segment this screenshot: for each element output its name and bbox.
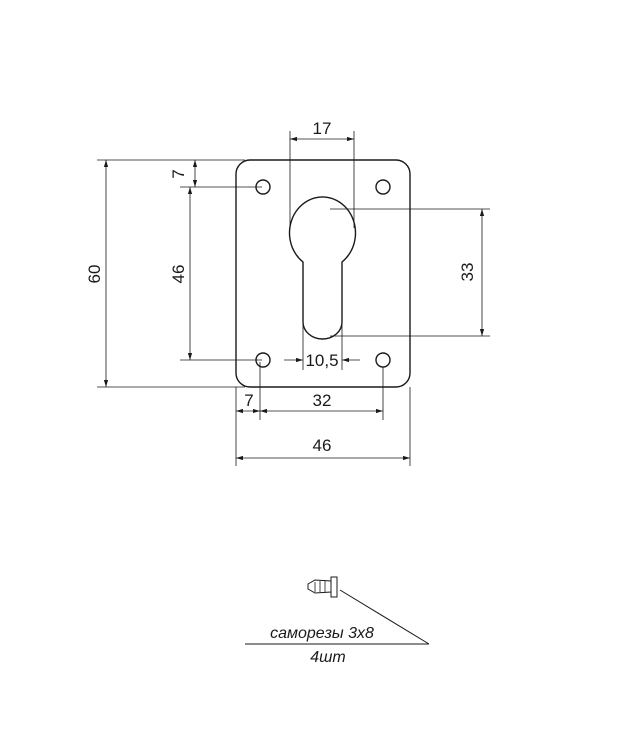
mounting-hole-top-right: [375, 179, 391, 195]
dimension-label-slot-length: 33: [458, 263, 477, 282]
leader-line: [339, 589, 430, 645]
keyhole-cutout: [288, 196, 357, 340]
dimension-hole-spacing-vertical: 46: [169, 187, 262, 361]
dimension-slot-narrow-width: 10,5: [284, 320, 360, 370]
screw-icon: [307, 576, 338, 598]
escutcheon-plate: [235, 159, 411, 388]
dimension-overall-height: 60: [85, 159, 245, 388]
note-quantity: 4шт: [310, 649, 346, 666]
dimension-slot-width: 17: [289, 119, 355, 228]
dimension-label-overall-width: 46: [313, 436, 332, 455]
dimension-label-hole-spacing-horizontal: 32: [313, 391, 332, 410]
dimension-slot-length: 33: [330, 208, 490, 337]
mounting-hole-bottom-right: [375, 352, 391, 368]
note-screws: саморезы 3x8: [270, 625, 374, 642]
dimension-label-slot-narrow-width: 10,5: [305, 351, 338, 370]
screw-note: саморезы 3x8 4шт: [245, 576, 430, 666]
dimension-label-slot-width: 17: [313, 119, 332, 138]
dimension-label-overall-height: 60: [85, 265, 104, 284]
dimension-label-hole-spacing-vertical: 46: [169, 265, 188, 284]
dimension-label-top-hole-offset: 7: [169, 169, 188, 178]
dimension-top-hole-offset: 7: [169, 160, 262, 188]
dimension-overall-width: 46: [236, 436, 410, 461]
dimension-label-left-hole-offset: 7: [244, 391, 253, 410]
dimension-bottom-holes: 7 32: [235, 362, 411, 466]
